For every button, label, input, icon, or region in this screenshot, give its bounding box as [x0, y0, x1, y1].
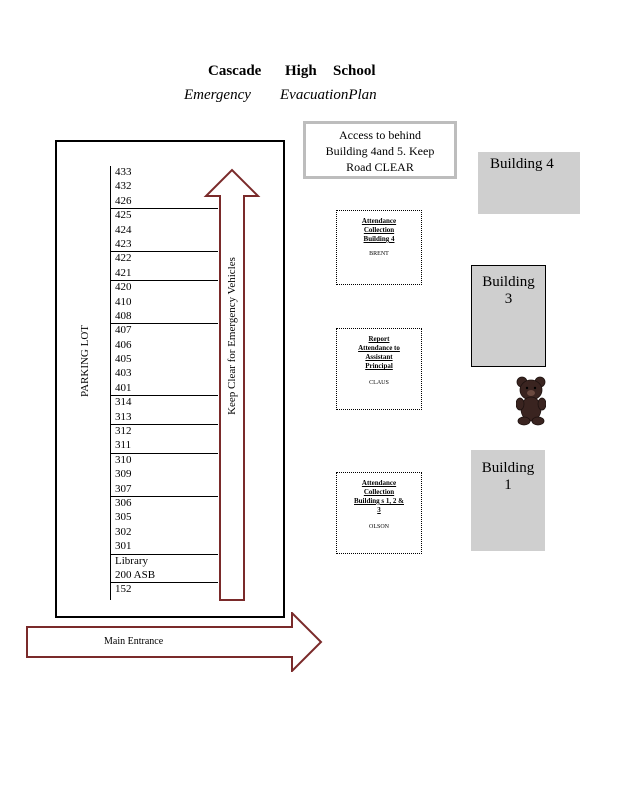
station-2-person: CLAUS — [369, 380, 389, 386]
station-1-person: BRENT — [369, 251, 389, 257]
room-label: 310 — [115, 453, 132, 466]
room-label: 401 — [110, 382, 218, 397]
station-buildings-1-2-3: Attendance Collection Building s 1, 2 & … — [336, 472, 422, 554]
room-label: 312 — [115, 425, 132, 438]
room-label: 433 — [115, 166, 132, 178]
room-label: 408 — [110, 310, 218, 325]
room-label: 405 — [115, 353, 132, 366]
station-3-line-2: Collection — [363, 488, 395, 496]
building-4-label: Building 4 — [490, 156, 554, 172]
building-1: Building 1 — [471, 450, 545, 551]
parking-lot-label: PARKING LOT — [79, 325, 91, 398]
lane-label: Keep Clear for Emergency Vehicles — [226, 257, 238, 415]
access-note-line-3: Road CLEAR — [346, 160, 414, 174]
station-2-line-2: Attendance to — [358, 344, 400, 352]
room-label: 314 — [115, 396, 132, 409]
room-label: 424 — [115, 223, 132, 236]
building-3-number: 3 — [504, 291, 513, 307]
station-3-line-4: 3 — [377, 506, 381, 514]
building-4: Building 4 — [478, 152, 580, 214]
station-2-line-4: Principal — [365, 362, 393, 370]
room-label: 306 — [115, 496, 132, 509]
room-label: 425 — [115, 209, 132, 222]
building-1-label: Building — [481, 460, 535, 476]
room-label: 305 — [115, 511, 132, 524]
station-2-line-3: Assistant — [365, 353, 393, 361]
room-label: 432 — [115, 180, 132, 193]
room-label: 421 — [110, 267, 218, 282]
room-label: 422 — [115, 252, 132, 265]
room-label: 403 — [115, 367, 132, 380]
access-note-line-1: Access to behind — [339, 128, 421, 142]
station-1-line-2: Collection — [363, 226, 395, 234]
bear-mascot-icon — [516, 376, 546, 426]
room-list-divider — [110, 166, 111, 600]
main-entrance-label: Main Entrance — [104, 636, 164, 647]
building-3-label: Building — [482, 274, 535, 290]
room-label: 426 — [110, 195, 218, 210]
room-label: 313 — [110, 411, 218, 426]
station-2-line-1: Report — [368, 335, 390, 343]
room-label: 302 — [115, 525, 132, 538]
room-label: 407 — [115, 324, 132, 337]
main-entrance-arrow — [26, 612, 323, 672]
building-3: Building 3 — [471, 265, 546, 367]
room-label: 406 — [115, 338, 132, 351]
building-1-number: 1 — [504, 477, 512, 493]
station-building-4: Attendance Collection Building 4 BRENT — [336, 210, 422, 285]
title-word-1: Cascade — [208, 63, 262, 79]
room-label: 309 — [115, 468, 132, 481]
title-word-2: High — [285, 63, 317, 79]
access-note-line-2: Building 4and 5. Keep — [325, 144, 435, 158]
access-note: Access to behind Building 4and 5. Keep R… — [303, 121, 457, 179]
room-label: 420 — [115, 281, 132, 294]
room-label: 311 — [110, 439, 218, 454]
title-word-3: School — [333, 63, 376, 79]
subtitle-word-2: EvacuationPlan — [280, 87, 377, 103]
station-3-person: OLSON — [368, 524, 389, 530]
room-label: 301 — [110, 540, 218, 555]
station-3-line-1: Attendance — [361, 479, 397, 487]
room-label: 307 — [110, 483, 218, 497]
room-label: 423 — [110, 238, 218, 253]
station-1-line-3: Building 4 — [363, 235, 395, 243]
station-report: Report Attendance to Assistant Principal… — [336, 328, 422, 410]
parking-lot-area — [55, 140, 285, 618]
station-1-line-1: Attendance — [361, 217, 397, 225]
room-label: 152 — [115, 583, 132, 596]
room-label: Library — [115, 554, 148, 567]
lane-label-wrap: Keep Clear for Emergency Vehicles — [132, 257, 332, 415]
room-label: 410 — [115, 295, 132, 308]
room-label: 200 ASB — [110, 569, 218, 584]
subtitle-word-1: Emergency — [184, 87, 251, 103]
station-3-line-3: Building s 1, 2 & — [354, 497, 404, 505]
emergency-lane-arrow — [203, 168, 261, 601]
